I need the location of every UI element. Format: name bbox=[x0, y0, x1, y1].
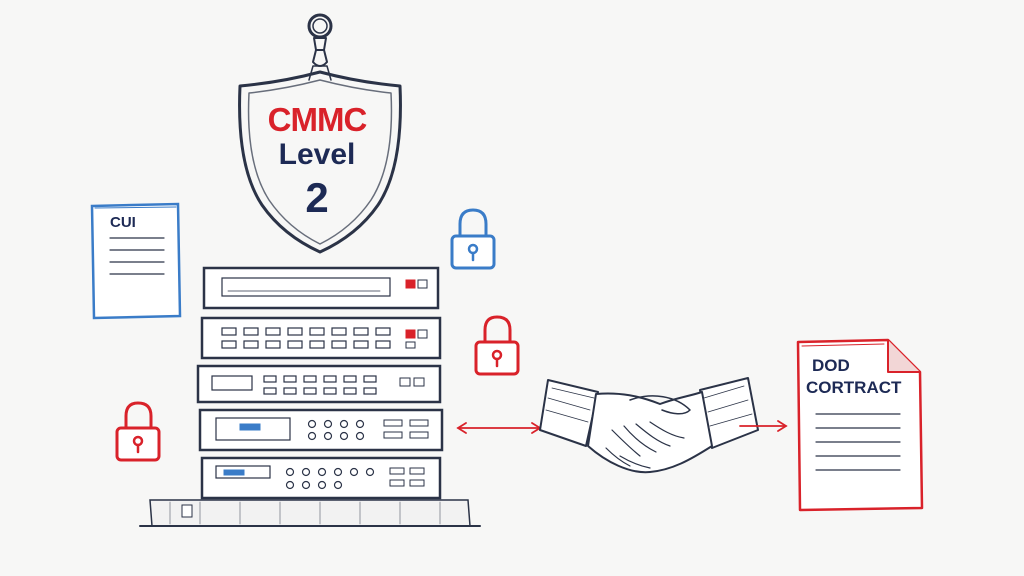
cui-document-label: CUI bbox=[110, 214, 136, 231]
lock-icon-red-left bbox=[115, 401, 161, 462]
handshake-icon bbox=[539, 377, 759, 474]
shield-title: CMMC bbox=[267, 101, 368, 138]
cui-document-icon bbox=[90, 202, 182, 320]
lock-icon-blue bbox=[450, 208, 496, 270]
shield-level-word: Level bbox=[278, 138, 356, 171]
contract-document-icon bbox=[796, 338, 924, 512]
shield-level-number: 2 bbox=[305, 174, 329, 221]
shield-icon bbox=[238, 13, 402, 254]
contract-title-line1: DOD bbox=[812, 356, 850, 375]
server-rack-icon bbox=[139, 266, 481, 527]
contract-title-line2: CORTRACT bbox=[806, 378, 902, 397]
arrow-icon-right bbox=[739, 420, 788, 432]
arrow-icon-left bbox=[456, 422, 542, 434]
lock-icon-red-right bbox=[474, 315, 520, 376]
